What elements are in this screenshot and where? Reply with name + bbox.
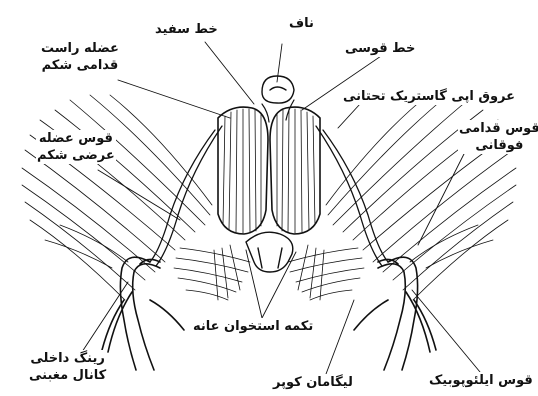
right-deep-ring bbox=[354, 257, 436, 370]
deep-ring-label-line2: کانال مغبنی bbox=[29, 367, 106, 384]
cooper-ligament-label: لیگامان کوپر bbox=[272, 374, 354, 391]
navel-label: ناف bbox=[288, 15, 315, 32]
linea-alba-label: خط سفید bbox=[154, 21, 219, 38]
iliopubic-arch-label: قوس ایلئوپوبیک bbox=[428, 372, 534, 389]
right-rectus-muscle bbox=[270, 107, 320, 234]
arcuate-line-label: خط قوسی bbox=[344, 40, 416, 57]
epigastric-vessels-label: عروق اپی گاستریک تحتانی bbox=[342, 88, 516, 105]
transversus-arch-label: قوس عضله عرضی شکم bbox=[36, 130, 116, 164]
rectus-label-line2: قدامی شکم bbox=[41, 57, 119, 74]
transversus-label-line2: عرضی شکم bbox=[37, 147, 115, 164]
deep-inguinal-ring-label: رینگ داخلی کانال مغبنی bbox=[28, 350, 107, 384]
pubic-tubercle-label: تکمه استخوان عانه bbox=[192, 318, 314, 335]
transversus-label-line1: قوس عضله bbox=[37, 130, 115, 147]
left-rectus-muscle bbox=[218, 107, 268, 234]
left-epigastric-vessels bbox=[150, 126, 222, 266]
left-pubic-fibers bbox=[174, 245, 250, 300]
right-epigastric-vessels bbox=[316, 126, 388, 266]
pubic-symphysis bbox=[246, 232, 293, 272]
rectus-abdominis-label: عضله راست قدامی شکم bbox=[40, 40, 120, 74]
left-deep-ring bbox=[102, 257, 184, 370]
anterior-arch-label-line2: فوقانی bbox=[459, 137, 538, 154]
right-pubic-fibers bbox=[288, 245, 364, 300]
anterior-arch-label-line1: قوس قدامی bbox=[459, 120, 538, 137]
deep-ring-label-line1: رینگ داخلی bbox=[29, 350, 106, 367]
anterior-arch-label: قوس قدامی فوقانی bbox=[458, 120, 538, 154]
rectus-label-line1: عضله راست bbox=[41, 40, 119, 57]
navel-shape bbox=[262, 76, 294, 103]
